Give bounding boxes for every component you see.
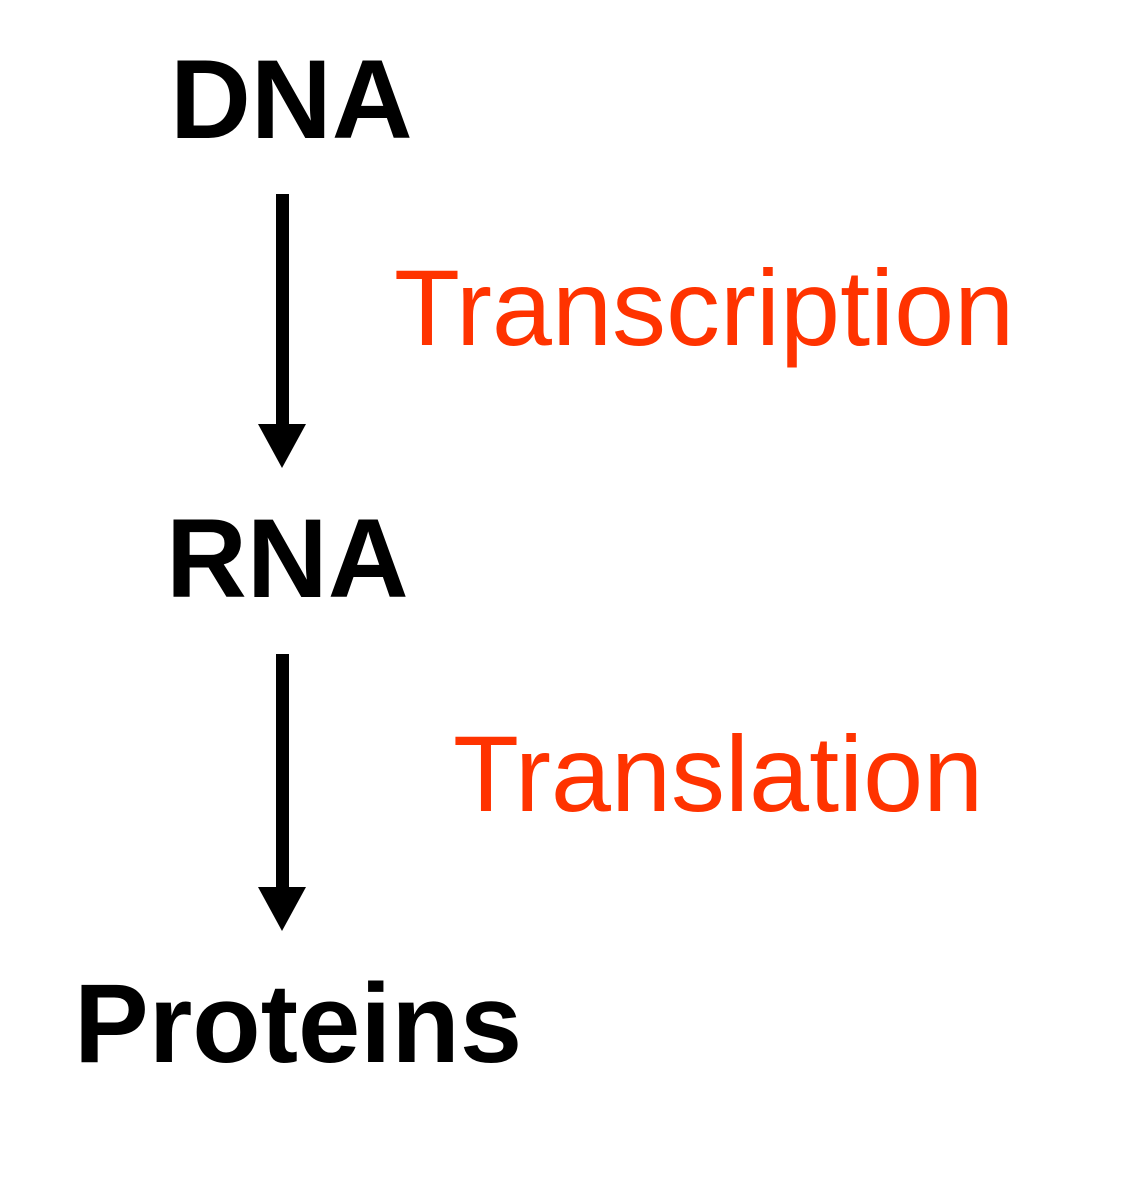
process-label-translation: Translation (453, 713, 984, 834)
process-label-transcription: Transcription (394, 247, 1015, 368)
down-arrow-icon (258, 654, 306, 931)
node-label-rna: RNA (166, 496, 409, 621)
arrow-shaft (275, 654, 289, 887)
node-label-proteins: Proteins (74, 961, 523, 1086)
arrow-head (258, 887, 306, 931)
arrow-shaft (275, 194, 289, 424)
arrow-head (258, 424, 306, 468)
node-label-dna: DNA (170, 37, 413, 162)
down-arrow-icon (258, 194, 306, 468)
